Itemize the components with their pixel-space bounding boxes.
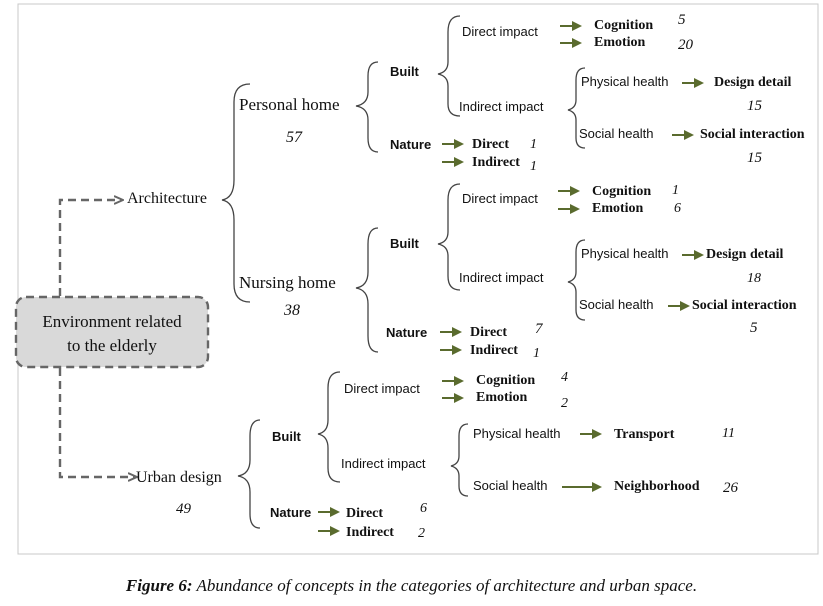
ph-cognition-label: Cognition — [594, 18, 653, 33]
ph-design-detail-count: 15 — [747, 98, 763, 114]
architecture-label: Architecture — [127, 190, 207, 207]
ud-social-arrow — [562, 482, 602, 492]
ph-nature-direct-count: 1 — [530, 137, 537, 152]
ph-nature-indirect-count: 1 — [530, 159, 537, 174]
ud-built-brace — [317, 371, 341, 483]
ud-direct-impact-label: Direct impact — [344, 381, 420, 396]
ph-nature-direct-label: Direct — [472, 137, 509, 152]
nh-indirect-brace — [567, 239, 586, 321]
ph-indirect-brace — [567, 67, 586, 149]
ph-cognition-arrow — [560, 21, 582, 31]
ud-nature-indirect-label: Indirect — [346, 525, 394, 540]
ud-nature-indirect-count: 2 — [418, 526, 425, 541]
nh-social-health-label: Social health — [579, 297, 653, 312]
nh-social-interaction-count: 5 — [750, 320, 758, 336]
nh-cognition-arrow — [558, 186, 580, 196]
nh-nature-indirect-arrow — [440, 345, 462, 355]
caption-text: Abundance of concepts in the categories … — [196, 576, 698, 595]
nh-emotion-arrow — [558, 204, 580, 214]
concept-tree-diagram: Environment related to the elderly Archi… — [14, 3, 819, 555]
figure-number: Figure 6: — [125, 576, 193, 595]
figure-caption: Figure 6: Abundance of concepts in the c… — [0, 576, 823, 596]
ud-emotion-count: 2 — [561, 396, 568, 411]
ud-indirect-brace — [450, 423, 469, 497]
nh-nature-indirect-count: 1 — [533, 346, 540, 361]
root-node: Environment related to the elderly — [14, 295, 210, 369]
dashed-connector-urban-design — [58, 368, 136, 477]
ph-direct-impact-label: Direct impact — [462, 24, 538, 39]
nursing-home-brace — [355, 227, 379, 353]
nh-nature-direct-arrow — [440, 327, 462, 337]
dashed-connector-architecture — [58, 200, 122, 296]
nh-design-detail-count: 18 — [747, 271, 761, 286]
ud-nature-indirect-arrow — [318, 526, 340, 536]
ph-emotion-count: 20 — [678, 37, 694, 53]
ud-physical-arrow — [580, 429, 602, 439]
personal-home-count: 57 — [286, 129, 303, 146]
nh-design-detail-label: Design detail — [706, 247, 784, 262]
ud-emotion-arrow — [442, 393, 464, 403]
nh-nature-label: Nature — [386, 325, 427, 340]
ph-social-health-label: Social health — [579, 126, 653, 141]
ph-nature-indirect-arrow — [442, 157, 464, 167]
ud-emotion-label: Emotion — [476, 390, 528, 405]
nh-nature-direct-label: Direct — [470, 325, 507, 340]
ud-transport-count: 11 — [722, 426, 735, 441]
ph-design-detail-label: Design detail — [714, 75, 792, 90]
ph-indirect-impact-label: Indirect impact — [459, 99, 544, 114]
diagram-frame — [17, 3, 819, 555]
nh-built-brace — [437, 183, 461, 291]
urban-design-count: 49 — [176, 501, 192, 517]
ud-cognition-count: 4 — [561, 370, 568, 385]
nh-emotion-label: Emotion — [592, 201, 644, 216]
ph-physical-arrow — [682, 78, 704, 88]
nursing-home-count: 38 — [283, 302, 300, 319]
ud-transport-label: Transport — [614, 427, 675, 442]
ud-neighborhood-label: Neighborhood — [614, 479, 700, 494]
nh-physical-arrow — [682, 250, 704, 260]
nh-emotion-count: 6 — [674, 201, 681, 216]
nh-physical-health-label: Physical health — [581, 246, 668, 261]
ph-social-interaction-label: Social interaction — [700, 127, 805, 142]
personal-home-label: Personal home — [239, 95, 340, 114]
ud-neighborhood-count: 26 — [723, 480, 739, 496]
ud-physical-health-label: Physical health — [473, 426, 560, 441]
nh-cognition-label: Cognition — [592, 184, 651, 199]
ph-emotion-arrow — [560, 38, 582, 48]
ud-nature-direct-arrow — [318, 507, 340, 517]
ph-cognition-count: 5 — [678, 12, 686, 28]
urban-design-label: Urban design — [136, 469, 222, 486]
ud-cognition-arrow — [442, 376, 464, 386]
root-label-line2: to the elderly — [67, 336, 157, 355]
personal-home-brace — [355, 61, 379, 153]
ph-built-brace — [437, 15, 461, 117]
ud-cognition-label: Cognition — [476, 373, 535, 388]
ud-nature-label: Nature — [270, 505, 311, 520]
ud-nature-direct-count: 6 — [420, 501, 427, 516]
nh-nature-direct-count: 7 — [535, 321, 544, 337]
ph-social-arrow — [672, 130, 694, 140]
ud-social-health-label: Social health — [473, 478, 547, 493]
ph-social-interaction-count: 15 — [747, 150, 763, 166]
nh-built-label: Built — [390, 236, 420, 251]
nh-social-arrow — [668, 301, 690, 311]
ud-indirect-impact-label: Indirect impact — [341, 456, 426, 471]
urban-design-brace — [237, 419, 261, 529]
nh-cognition-count: 1 — [672, 183, 679, 198]
ud-nature-direct-label: Direct — [346, 506, 383, 521]
architecture-brace — [221, 83, 251, 303]
ph-nature-direct-arrow — [442, 139, 464, 149]
root-label-line1: Environment related — [42, 312, 182, 331]
ph-nature-label: Nature — [390, 137, 431, 152]
nh-direct-impact-label: Direct impact — [462, 191, 538, 206]
ph-built-label: Built — [390, 64, 420, 79]
nursing-home-label: Nursing home — [239, 273, 336, 292]
nh-nature-indirect-label: Indirect — [470, 343, 518, 358]
ph-physical-health-label: Physical health — [581, 74, 668, 89]
ph-nature-indirect-label: Indirect — [472, 155, 520, 170]
ud-built-label: Built — [272, 429, 302, 444]
nh-social-interaction-label: Social interaction — [692, 298, 797, 313]
ph-emotion-label: Emotion — [594, 35, 646, 50]
nh-indirect-impact-label: Indirect impact — [459, 270, 544, 285]
